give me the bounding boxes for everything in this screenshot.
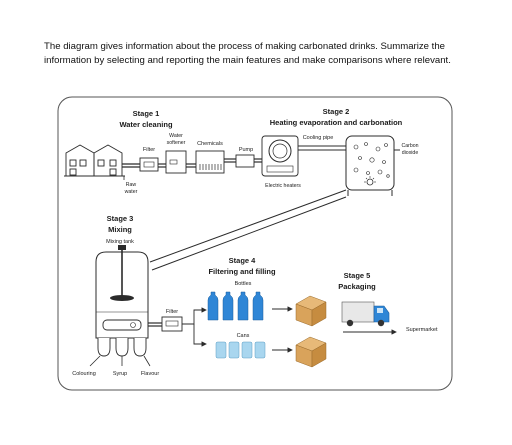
stage4-number: Stage 4 bbox=[229, 256, 257, 265]
water-softener-label-1: Water bbox=[169, 133, 183, 139]
mixing-tank bbox=[95, 245, 149, 339]
ingredient-tanks bbox=[97, 338, 147, 357]
bottle-box-icon bbox=[295, 295, 327, 327]
filter2-box bbox=[161, 316, 183, 332]
water-softener-box bbox=[165, 150, 187, 174]
carbonation-tank bbox=[345, 135, 395, 196]
pump-label: Pump bbox=[239, 147, 253, 153]
cooling-pipe-label: Cooling pipe bbox=[303, 135, 334, 141]
carbon-dioxide-label-2: dioxide bbox=[402, 150, 419, 156]
raw-water-label-1: Raw bbox=[126, 182, 137, 188]
raw-water-factory-icon bbox=[64, 144, 125, 177]
chemicals-label: Chemicals bbox=[197, 141, 223, 147]
stage1-name: Water cleaning bbox=[119, 120, 172, 129]
cans-icon bbox=[215, 341, 266, 359]
mixing-tank-label: Mixing tank bbox=[106, 239, 134, 245]
stage5-name: Packaging bbox=[338, 282, 376, 291]
filter2-label: Filter bbox=[166, 309, 178, 315]
flavour-label: Flavour bbox=[141, 371, 160, 377]
diagram-frame bbox=[57, 96, 453, 391]
water-softener-label-2: softener bbox=[167, 140, 186, 146]
pump-box bbox=[235, 154, 255, 168]
syrup-label: Syrup bbox=[113, 371, 127, 377]
stage2-number: Stage 2 bbox=[323, 107, 350, 116]
can-box-icon bbox=[295, 336, 327, 368]
stage3-name: Mixing bbox=[108, 225, 132, 234]
stage3-number: Stage 3 bbox=[107, 214, 134, 223]
raw-water-label-2: water bbox=[125, 189, 138, 195]
truck-icon bbox=[341, 301, 390, 327]
stage2-name: Heating evaporation and carbonation bbox=[270, 118, 403, 127]
stage1-number: Stage 1 bbox=[133, 109, 160, 118]
stage4-name: Filtering and filling bbox=[208, 267, 275, 276]
bottles-label: Bottles bbox=[235, 281, 252, 287]
supermarket-label: Supermarket bbox=[406, 327, 438, 333]
heater-unit bbox=[261, 135, 299, 177]
task-prompt: The diagram gives information about the … bbox=[44, 41, 451, 66]
cans-label: Cans bbox=[237, 333, 250, 339]
colouring-label: Colouring bbox=[72, 371, 96, 377]
filter1-box bbox=[139, 157, 159, 172]
stage5-number: Stage 5 bbox=[344, 271, 371, 280]
filter1-label: Filter bbox=[143, 147, 155, 153]
electric-heaters-label: Electric heaters bbox=[265, 183, 301, 189]
carbon-dioxide-label-1: Carbon bbox=[401, 143, 418, 149]
bottles-icon bbox=[207, 291, 264, 321]
